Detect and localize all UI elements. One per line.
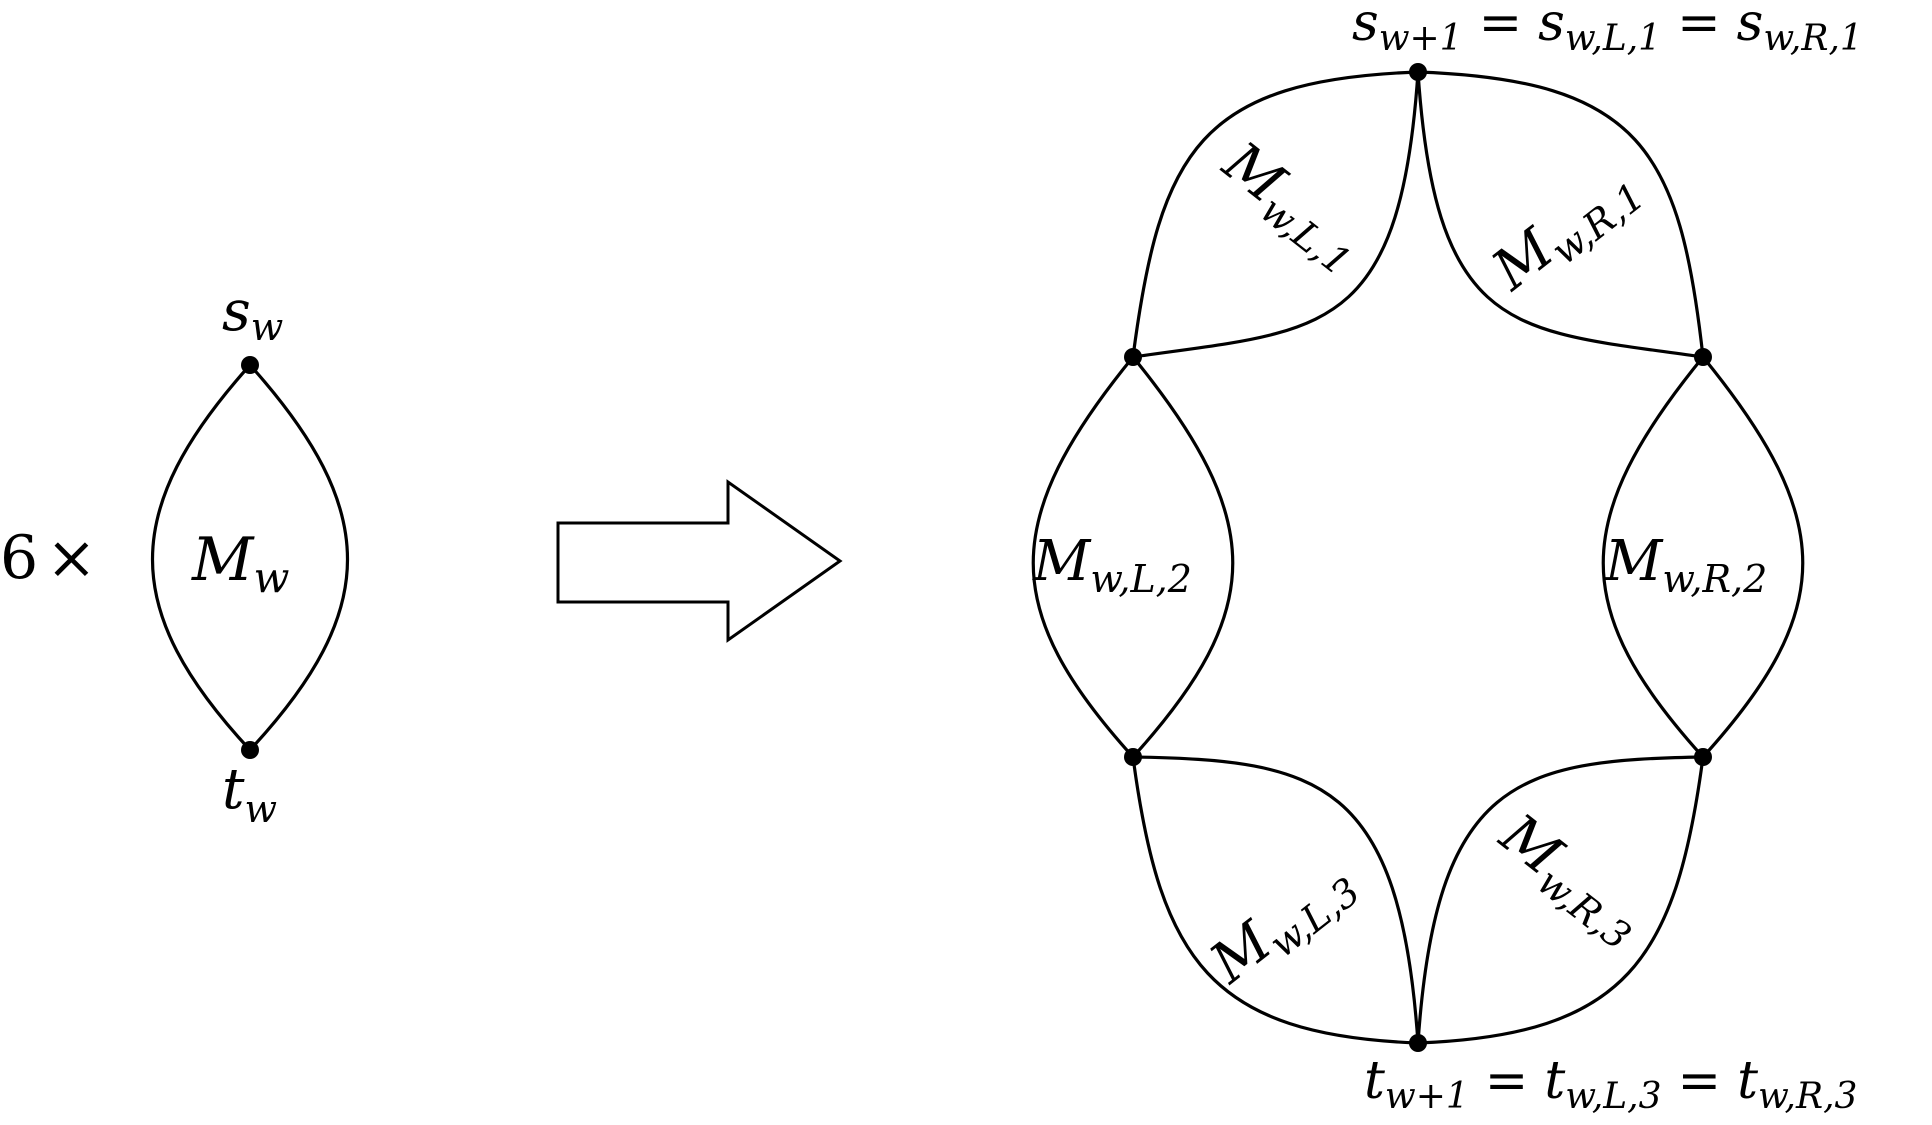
module-label-r3: Mw,R,3 bbox=[1483, 801, 1656, 958]
module-r1-outer-edge bbox=[1417, 70, 1705, 358]
top-vertex-label: sw+1=sw,L,1=sw,R,1 bbox=[1352, 0, 1863, 59]
bottom-vertex-label: tw+1=tw,L,3=tw,R,3 bbox=[1364, 1051, 1857, 1117]
left-gadget-right-edge bbox=[248, 363, 349, 752]
source-vertex-sw bbox=[241, 356, 259, 374]
module-label-l3: Mw,L,3 bbox=[1198, 847, 1368, 1002]
module-label-l1: Mw,L,1 bbox=[1206, 129, 1376, 284]
module-l1-outer-edge bbox=[1131, 70, 1419, 358]
module-r2-right-edge bbox=[1701, 355, 1805, 759]
module-r3-outer-edge bbox=[1417, 756, 1705, 1045]
module-l1-inner-edge bbox=[1132, 71, 1420, 359]
module-r1-inner-edge bbox=[1416, 71, 1704, 359]
module-label-l2: Mw,L,2 bbox=[1032, 529, 1192, 601]
module-l3-inner-edge bbox=[1132, 755, 1420, 1044]
module-label-mw: Mw bbox=[191, 525, 289, 602]
sink-vertex-tw bbox=[241, 741, 259, 759]
vertex-upper-left bbox=[1124, 348, 1142, 366]
vertex-t-w-plus-1 bbox=[1409, 1034, 1427, 1052]
vertex-lower-left bbox=[1124, 748, 1142, 766]
left-gadget-left-edge bbox=[151, 363, 252, 752]
right-gadget: sw+1=sw,L,1=sw,R,1 tw+1=tw,L,3=tw,R,3 Mw… bbox=[1031, 0, 1863, 1117]
sink-label-tw: tw bbox=[222, 757, 277, 831]
module-r2-left-edge bbox=[1601, 355, 1705, 759]
module-label-r2: Mw,R,2 bbox=[1604, 529, 1767, 601]
vertex-upper-right bbox=[1694, 348, 1712, 366]
source-label-sw: sw bbox=[222, 279, 283, 349]
module-l3-outer-edge bbox=[1131, 756, 1419, 1045]
transformation-arrow bbox=[556, 479, 843, 643]
module-label-r1: Mw,R,1 bbox=[1480, 152, 1653, 309]
vertex-s-w-plus-1 bbox=[1409, 63, 1427, 81]
multiplier-label: 6× bbox=[0, 523, 96, 593]
module-l2-left-edge bbox=[1031, 355, 1135, 759]
left-gadget: 6× sw tw Mw bbox=[0, 279, 349, 831]
module-l2-right-edge bbox=[1131, 355, 1235, 759]
module-r3-inner-edge bbox=[1416, 755, 1704, 1044]
vertex-lower-right bbox=[1694, 748, 1712, 766]
